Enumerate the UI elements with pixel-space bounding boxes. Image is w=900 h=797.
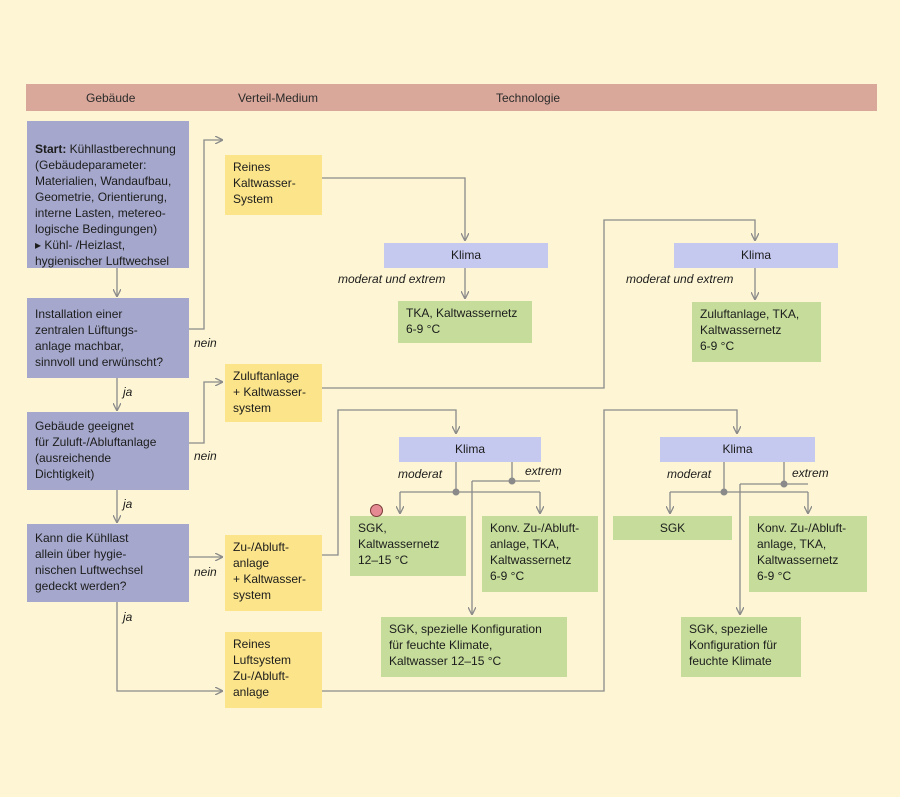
- header-gebaeude: Gebäude: [86, 91, 136, 105]
- start-label: Start:: [35, 142, 67, 156]
- result-sgk-feuchte-1: SGK, spezielle Konfiguration für feuchte…: [381, 617, 567, 677]
- label-ja-2: ja: [123, 497, 133, 511]
- label-nein-2: nein: [194, 449, 217, 463]
- result-konv-abluft-2: Konv. Zu-/Abluft- anlage, TKA, Kaltwasse…: [749, 516, 867, 592]
- klima-box-2: Klima: [674, 243, 838, 268]
- question-airtightness-box: Gebäude geeignet für Zuluft-/Abluftanlag…: [27, 412, 189, 490]
- medium-kaltwasser-box: Reines Kaltwasser- System: [225, 155, 322, 215]
- medium-zuluft-kaltwasser-box: Zuluftanlage + Kaltwasser- system: [225, 364, 322, 422]
- start-box: Start: Kühllastberechnung (Gebäudeparame…: [27, 121, 189, 268]
- result-tka-kaltwassernetz: TKA, Kaltwassernetz 6-9 °C: [398, 301, 532, 343]
- klima-box-1: Klima: [384, 243, 548, 268]
- question-ventilation-box: Installation einer zentralen Lüftungs- a…: [27, 298, 189, 378]
- result-sgk-kaltwassernetz: SGK, Kaltwassernetz 12–15 °C: [350, 516, 466, 576]
- label-moderat-extrem-2: moderat und extrem: [626, 272, 734, 286]
- result-sgk-feuchte-2: SGK, spezielle Konfiguration für feuchte…: [681, 617, 801, 677]
- label-moderat-extrem-1: moderat und extrem: [338, 272, 446, 286]
- medium-luftsystem-box: Reines Luftsystem Zu-/Abluft- anlage: [225, 632, 322, 708]
- klima-box-4: Klima: [660, 437, 815, 462]
- label-moderat-1: moderat: [398, 467, 443, 481]
- label-nein-3: nein: [194, 565, 217, 579]
- label-nein-1: nein: [194, 336, 217, 350]
- klima-box-3: Klima: [399, 437, 541, 462]
- header-verteil-medium: Verteil-Medium: [238, 91, 319, 105]
- marker-dot: [370, 504, 383, 517]
- label-extrem-1: extrem: [525, 464, 562, 478]
- label-ja-3: ja: [123, 610, 133, 624]
- label-moderat-2: moderat: [667, 467, 712, 481]
- medium-zu-abluft-kaltwasser-box: Zu-/Abluft- anlage + Kaltwasser- system: [225, 535, 322, 611]
- result-zuluft-tka: Zuluftanlage, TKA, Kaltwassernetz 6-9 °C: [692, 302, 821, 362]
- result-sgk: SGK: [613, 516, 732, 540]
- header-technologie: Technologie: [496, 91, 561, 105]
- column-header-bar: Gebäude Verteil-Medium Technologie: [26, 84, 877, 111]
- question-cooling-load-box: Kann die Kühllast allein über hygie- nis…: [27, 524, 189, 602]
- start-text: Kühllastberechnung (Gebäudeparameter: Ma…: [35, 142, 176, 268]
- result-konv-abluft-1: Konv. Zu-/Abluft- anlage, TKA, Kaltwasse…: [482, 516, 598, 592]
- label-ja-1: ja: [123, 385, 133, 399]
- label-extrem-2: extrem: [792, 466, 829, 480]
